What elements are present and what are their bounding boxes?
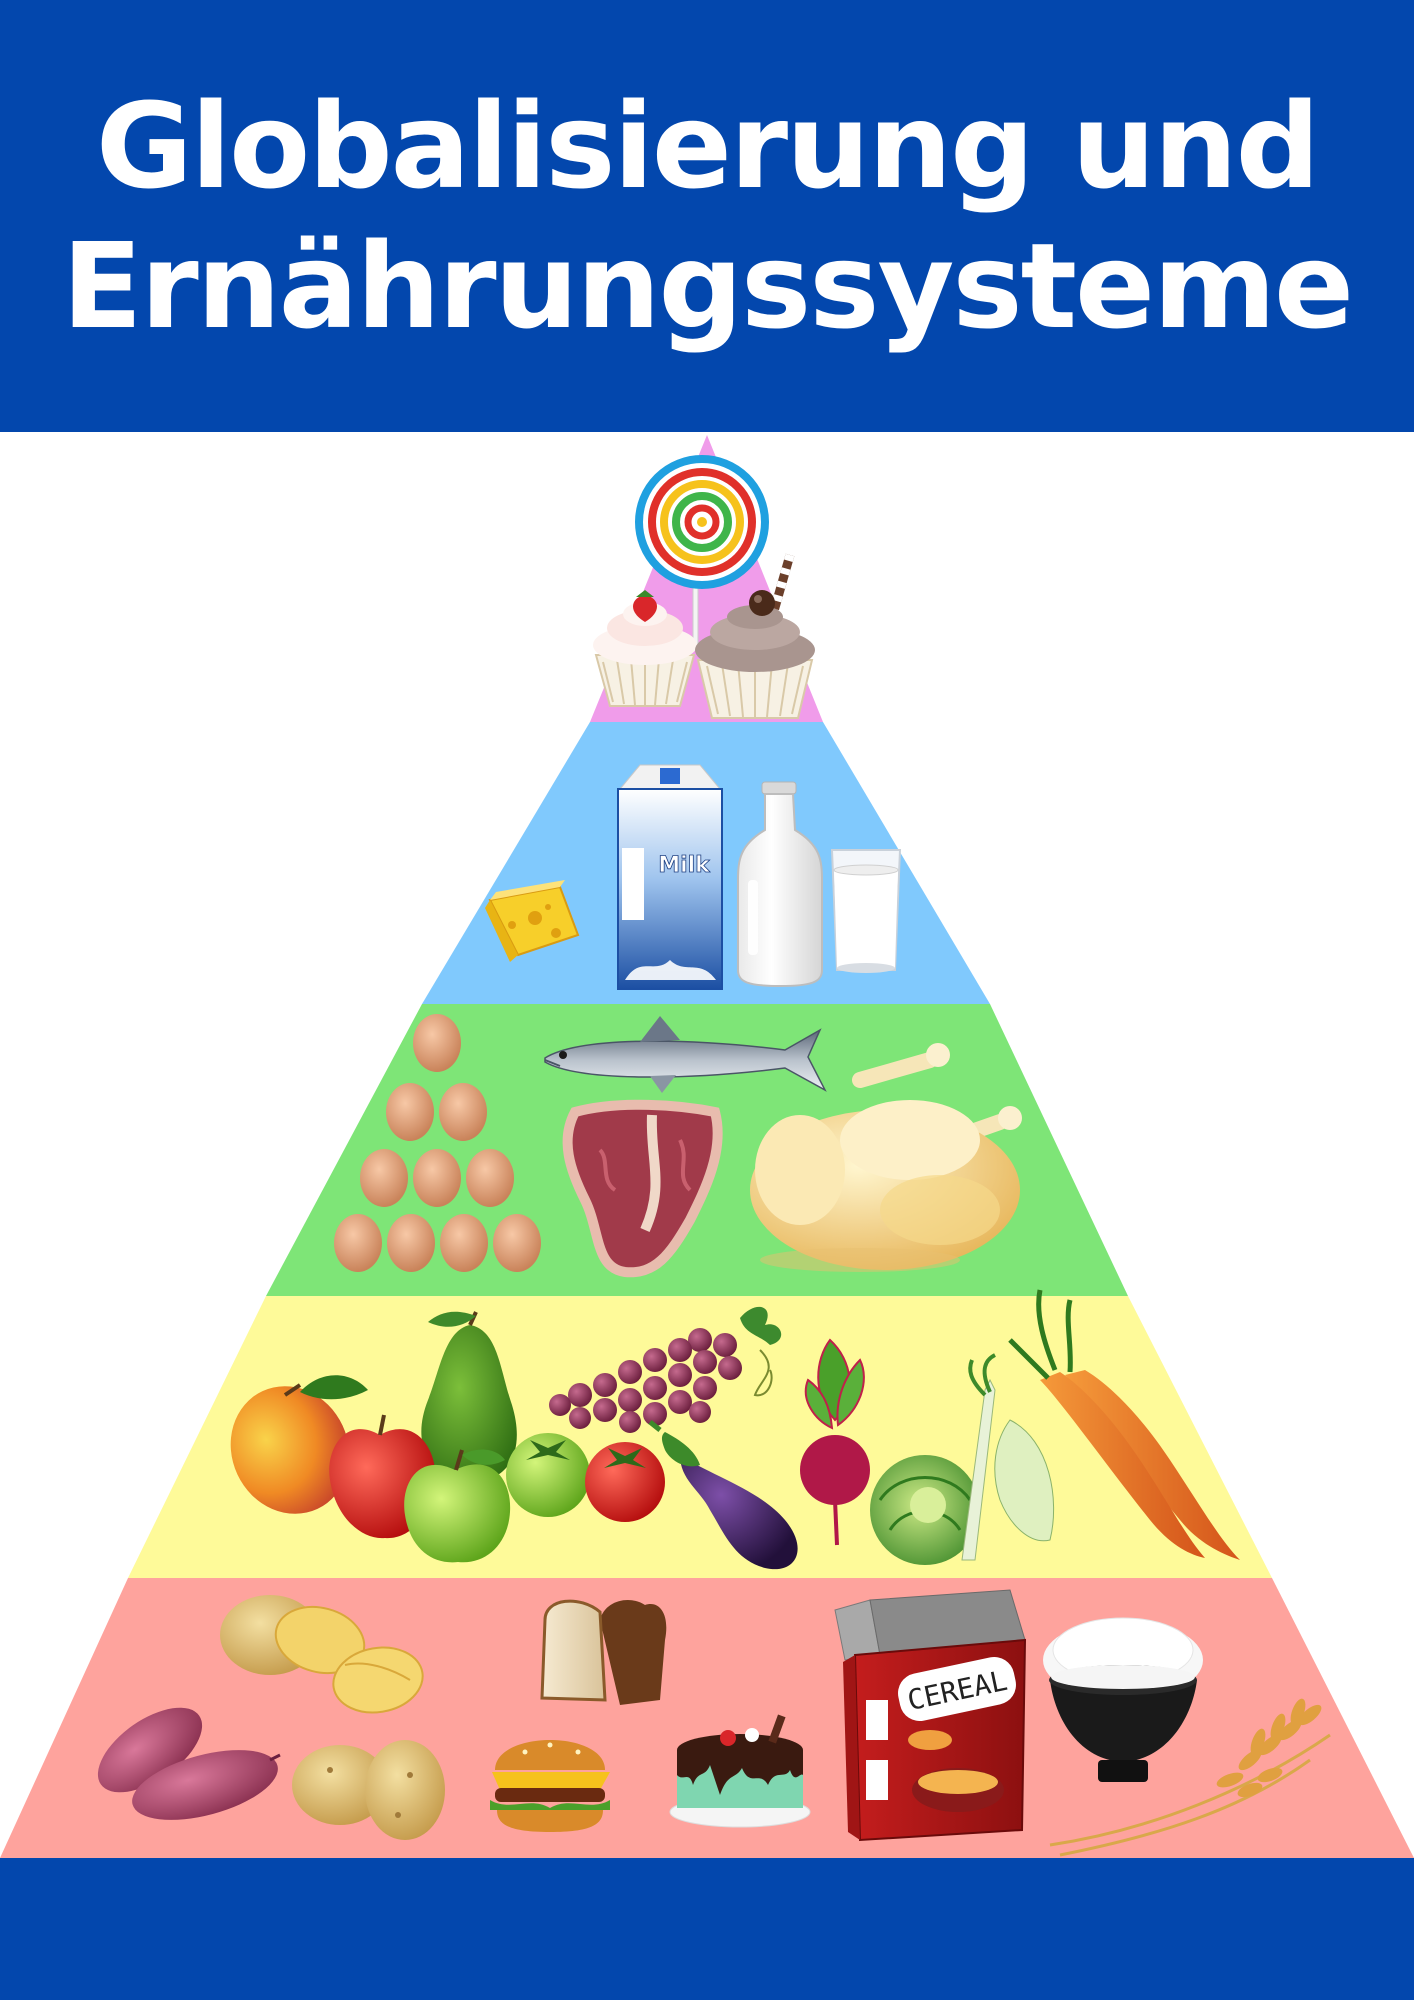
steak-icon: [562, 1099, 723, 1278]
burger-icon: [490, 1740, 610, 1832]
eggs-icon: [334, 1014, 541, 1272]
milk-carton-label: Milk: [658, 853, 711, 878]
cheese-icon: [485, 880, 580, 962]
eggplant-icon: [648, 1420, 798, 1570]
footer-banner: [0, 1858, 1414, 2000]
chocolate-cupcake-icon: [695, 553, 815, 719]
title-line-1: Globalisierung und: [95, 77, 1320, 215]
cake-icon: [669, 1714, 811, 1828]
carrot-icon: [1008, 1289, 1240, 1560]
roast-chicken-icon: [750, 1043, 1022, 1272]
fish-icon: [544, 1016, 827, 1093]
milk-carton-icon: Milk: [617, 764, 723, 990]
title-banner: Globalisierung und Ernährungssysteme: [0, 0, 1414, 432]
food-pyramid: Milk: [0, 435, 1414, 1858]
wheat-icon: [1049, 1698, 1331, 1857]
beetroot-icon: [800, 1338, 870, 1546]
grapes-icon: [549, 1306, 782, 1433]
avocado-icon: [421, 1311, 517, 1482]
apple-icon: [329, 1414, 511, 1563]
lollipop-icon: [635, 455, 769, 651]
cabbage-icon: [870, 1455, 980, 1565]
milk-glass-icon: [830, 849, 902, 973]
potato-icon: [292, 1740, 445, 1840]
tomato-icon: [506, 1433, 665, 1522]
cereal-box-icon: CEREAL: [834, 1589, 1027, 1842]
sweet-potato-icon: [97, 1707, 281, 1820]
cupcake-icon: [593, 590, 697, 707]
milk-bottle-icon: [737, 781, 823, 988]
mango-icon: [230, 1375, 368, 1514]
leek-icon: [961, 1353, 1055, 1561]
potato-chips-icon: [220, 1595, 424, 1714]
title-line-2: Ernährungssysteme: [61, 217, 1354, 355]
rice-bowl-icon: [1043, 1617, 1203, 1782]
bread-icon: [540, 1599, 667, 1705]
